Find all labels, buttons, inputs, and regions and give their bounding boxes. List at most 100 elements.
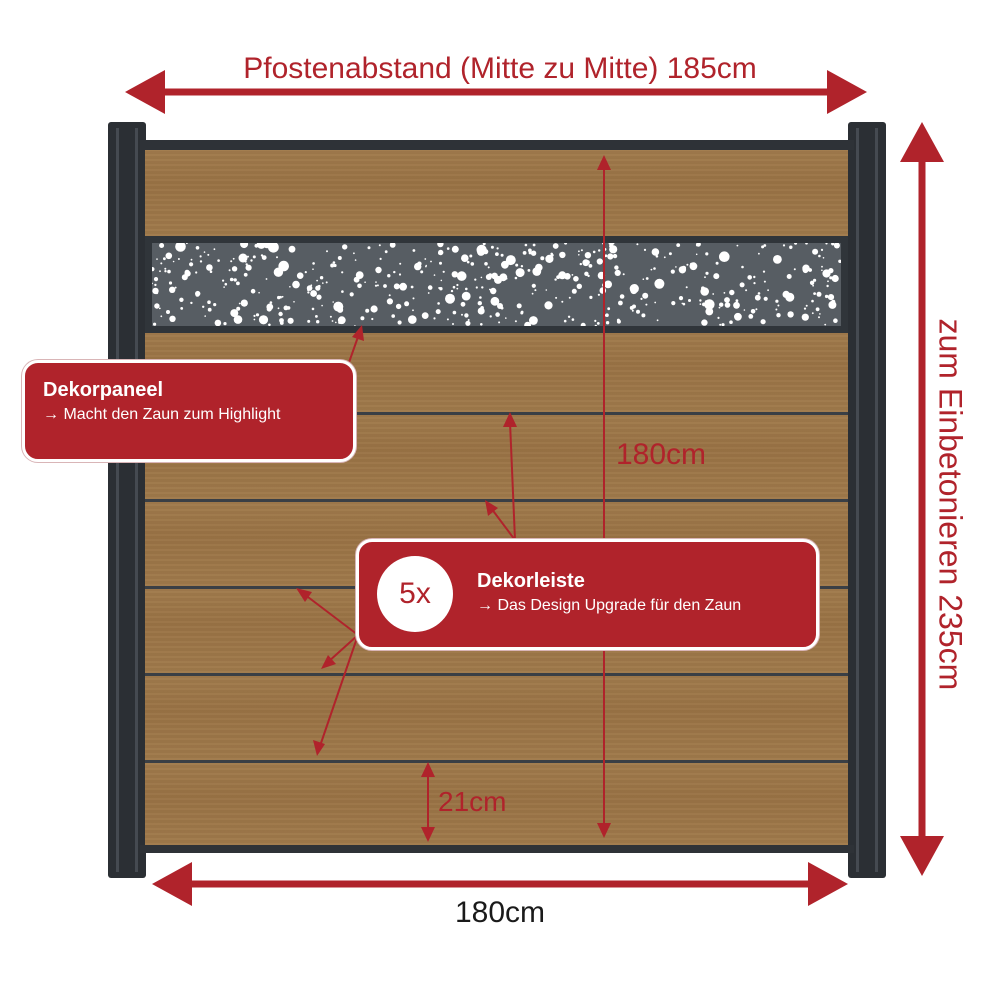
bubble-dot	[607, 283, 611, 287]
bubble-dot	[524, 321, 531, 326]
bubble-dot	[573, 276, 579, 282]
bubble-dot	[761, 245, 765, 249]
bubble-dot	[530, 250, 537, 256]
bubble-dot	[678, 296, 684, 301]
top-rail	[140, 140, 854, 150]
bubble-dot	[452, 310, 457, 315]
bubble-dot	[705, 307, 714, 316]
bubble-dot	[588, 264, 593, 268]
right-post	[848, 122, 886, 878]
decor-panel	[145, 236, 848, 333]
bubble-dot	[163, 257, 166, 261]
bubble-dot	[499, 305, 503, 308]
bubble-dot	[164, 270, 167, 273]
bubble-dot	[490, 287, 497, 295]
bubble-dot	[228, 269, 231, 272]
bubble-dot	[540, 256, 545, 261]
bubble-dot	[718, 306, 721, 309]
double-arrow-icon	[421, 762, 435, 842]
double-arrow-icon	[597, 155, 611, 838]
bubble-dot	[520, 265, 524, 268]
bubble-dot	[424, 258, 427, 260]
bubble-dot	[750, 309, 756, 314]
bubble-dot	[195, 246, 200, 250]
bubble-dot	[461, 254, 469, 262]
bubble-dot	[671, 301, 676, 306]
bubble-dot	[529, 316, 538, 325]
decor-panel-title: Dekorpaneel	[43, 379, 164, 401]
bubble-dot	[296, 272, 304, 279]
bubble-dot	[704, 300, 709, 304]
bubble-dot	[619, 294, 625, 299]
bubble-dot	[775, 299, 779, 303]
bubble-pattern	[152, 243, 841, 326]
top-dimension-label: Pfostenabstand (Mitte zu Mitte) 185cm	[243, 52, 757, 85]
bubble-dot	[736, 244, 739, 247]
bubble-dot	[315, 315, 318, 318]
bubble-dot	[724, 302, 731, 308]
bubble-dot	[154, 283, 157, 287]
bubble-dot	[433, 274, 436, 276]
bubble-dot	[829, 276, 833, 280]
bubble-dot	[715, 261, 719, 265]
bubble-dot	[253, 318, 256, 321]
bubble-dot	[274, 243, 277, 245]
bubble-dot	[514, 320, 517, 323]
bubble-dot	[763, 280, 766, 283]
bubble-dot	[214, 319, 222, 326]
bubble-dot	[213, 303, 217, 307]
bubble-dot	[329, 315, 332, 318]
bubble-dot	[596, 322, 600, 325]
bubble-dot	[534, 289, 537, 292]
arrow-icon	[503, 412, 517, 541]
bubble-dot	[245, 263, 248, 266]
bubble-dot	[398, 273, 402, 276]
bubble-dot	[316, 320, 320, 324]
bubble-dot	[668, 252, 672, 256]
bubble-dot	[524, 243, 528, 247]
bubble-dot	[322, 282, 324, 284]
bubble-dot	[154, 303, 160, 309]
bubble-dot	[204, 315, 206, 317]
bubble-dot	[461, 313, 463, 316]
bubble-dot	[760, 319, 766, 325]
arrow-icon	[485, 500, 516, 541]
bubble-dot	[199, 255, 202, 258]
bubble-dot	[153, 277, 159, 282]
bubble-dot	[496, 247, 499, 250]
bubble-dot	[824, 294, 829, 299]
bubble-dot	[642, 292, 649, 299]
bubble-dot	[775, 308, 778, 311]
bubble-dot	[383, 284, 387, 288]
bubble-dot	[640, 297, 643, 300]
bubble-dot	[233, 278, 237, 282]
bubble-dot	[558, 271, 567, 280]
bubble-dot	[209, 270, 213, 273]
bubble-dot	[412, 249, 416, 252]
bubble-dot	[607, 307, 611, 311]
bubble-dot	[675, 266, 677, 268]
bubble-dot	[279, 318, 284, 323]
bubble-dot	[338, 320, 343, 324]
bubble-dot	[158, 307, 161, 310]
bubble-dot	[470, 262, 475, 266]
bubble-dot	[388, 294, 391, 297]
fence-board	[145, 676, 848, 760]
bubble-dot	[337, 306, 344, 313]
bubble-dot	[330, 263, 335, 268]
bubble-dot	[753, 275, 756, 279]
bubble-dot	[168, 281, 173, 285]
bubble-dot	[571, 274, 574, 276]
bubble-dot	[735, 299, 739, 303]
bubble-dot	[452, 323, 454, 325]
bubble-dot	[480, 306, 484, 310]
bubble-dot	[491, 272, 498, 280]
bubble-dot	[231, 266, 238, 272]
bubble-dot	[435, 309, 441, 315]
bubble-dot	[500, 253, 504, 257]
bubble-dot	[258, 291, 260, 294]
bubble-dot	[482, 243, 486, 246]
bubble-dot	[811, 299, 814, 303]
bubble-dot	[754, 294, 761, 301]
bubble-dot	[802, 268, 806, 271]
